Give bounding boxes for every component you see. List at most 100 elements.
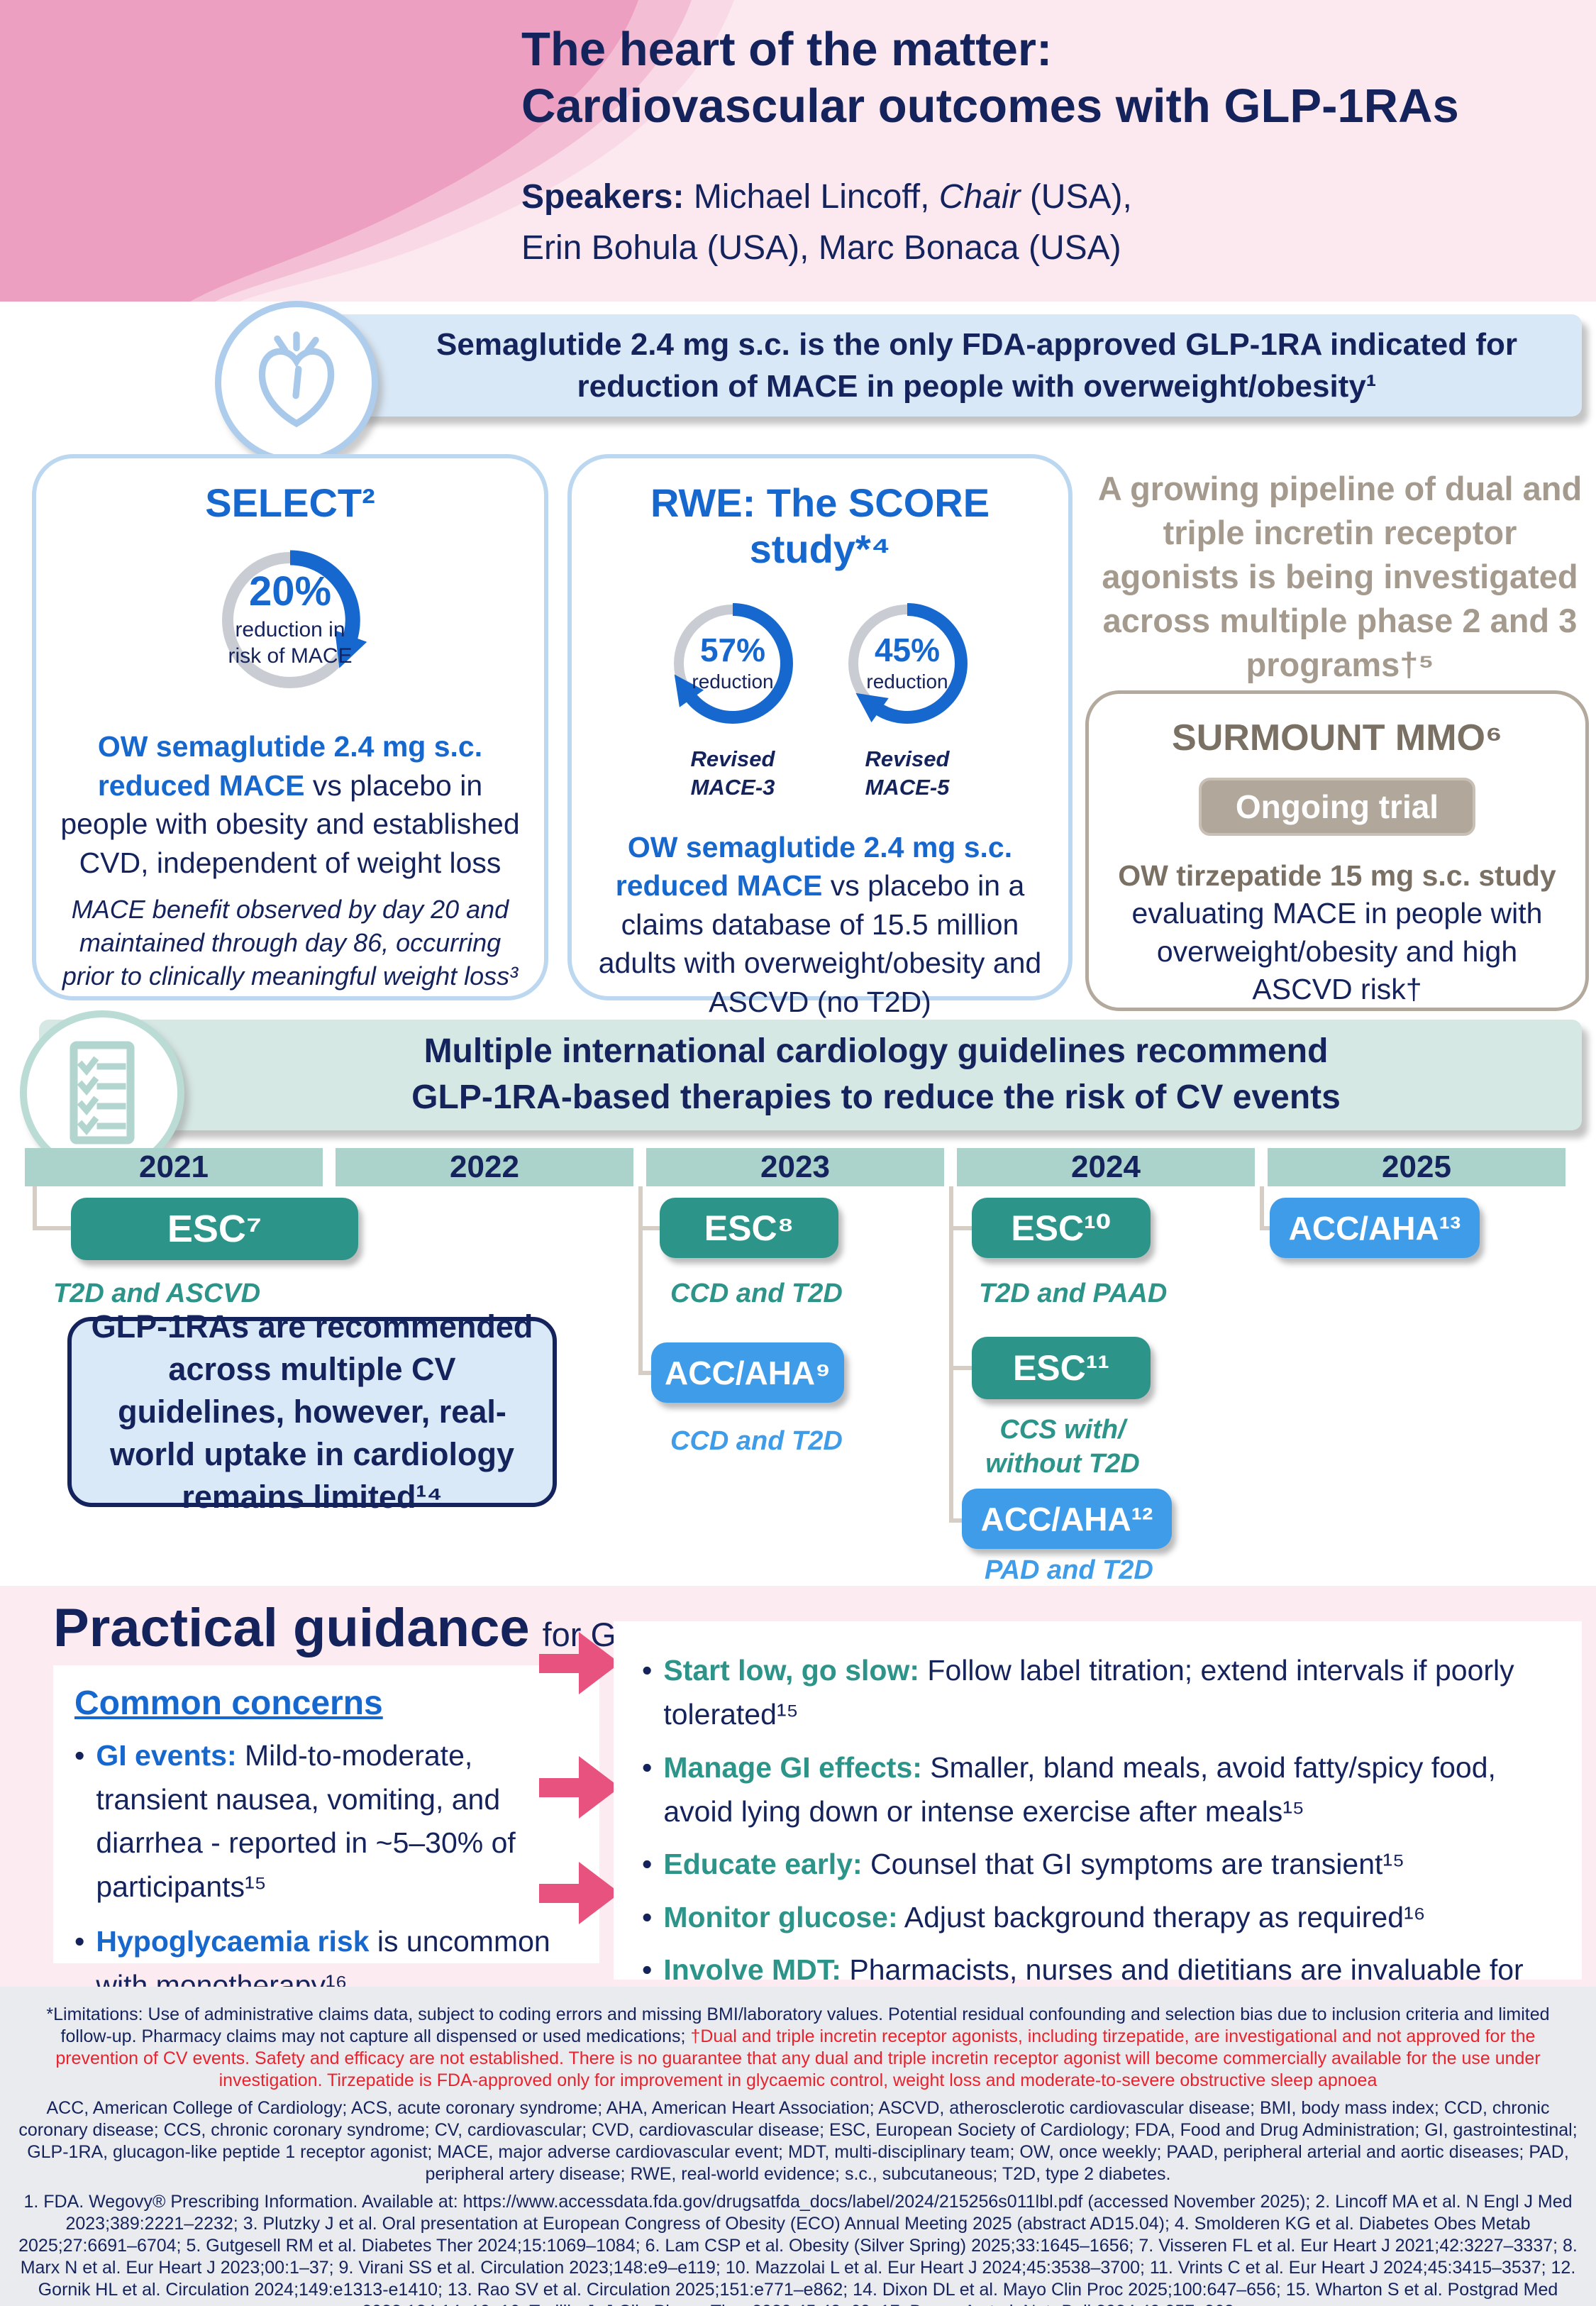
timeline-connector: [638, 1371, 653, 1375]
fda-approval-banner-line2: reduction of MACE in people with overwei…: [577, 369, 1377, 404]
surmount-mmo-card: SURMOUNT MMO⁶ Ongoing trial OW tirzepati…: [1085, 690, 1589, 1011]
practical-guidance-title: Practical guidance: [53, 1598, 530, 1658]
page-title-line1: The heart of the matter:: [521, 23, 1053, 76]
common-concerns-card: Common concerns •GI events: Mild-to-mode…: [53, 1665, 599, 2002]
score-stat-label-2: Revised MACE-5: [865, 746, 950, 800]
page-title: The heart of the matter: Cardiovascular …: [521, 21, 1459, 136]
select-stat-caption: reduction in risk of MACE: [228, 617, 353, 668]
uptake-note-box: GLP-1RAs are recommended across multiple…: [67, 1308, 557, 1515]
page-title-line2: Cardiovascular outcomes with GLP-1RAs: [521, 79, 1459, 133]
guidelines-timeline: 2021 2022 2023 2024 2025 ESC⁷ T2D and AS…: [0, 1148, 1596, 1588]
timeline-year-2021: 2021: [25, 1148, 323, 1186]
pink-waves-decoration: [0, 0, 734, 302]
timeline-connector: [33, 1226, 72, 1230]
bullet-dot-icon: •: [642, 1654, 653, 1687]
select-card-body: OW semaglutide 2.4 mg s.c. reduced MACE …: [60, 730, 520, 879]
header: The heart of the matter: Cardiovascular …: [0, 0, 1596, 302]
bullet-dot-icon: •: [642, 1953, 653, 1986]
score-stat-mace5: 45% reduction Revised MACE-5: [840, 583, 975, 802]
timeline-caption-esc8: CCD and T2D: [670, 1279, 843, 1308]
pipeline-note: A growing pipeline of dual and triple in…: [1097, 470, 1583, 684]
timeline-connector: [638, 1186, 643, 1375]
timeline-caption-esc11: CCS with/ without T2D: [985, 1415, 1140, 1479]
surmount-card-title: SURMOUNT MMO⁶: [1172, 717, 1502, 758]
timeline-caption-esc7: T2D and ASCVD: [53, 1279, 261, 1308]
checklist-icon: [70, 1041, 135, 1144]
timeline-caption-accaha9: CCD and T2D: [670, 1426, 843, 1456]
ongoing-trial-badge: Ongoing trial: [1198, 778, 1476, 836]
timeline-connector: [33, 1186, 37, 1230]
guidance-tips-card: •Start low, go slow: Follow label titrat…: [614, 1621, 1582, 2030]
common-concerns-list: •GI events: Mild-to-moderate, transient …: [74, 1734, 578, 2007]
common-concerns-heading: Common concerns: [74, 1684, 383, 1722]
timeline-connector: [1260, 1226, 1271, 1230]
speakers: Speakers: Michael Lincoff, Chair (USA), …: [521, 172, 1132, 274]
right-arrow-icon: [539, 1862, 620, 1924]
timeline-badge-accaha12: ACC/AHA¹²: [962, 1489, 1172, 1549]
concern-item-gi-events: •GI events: Mild-to-moderate, transient …: [74, 1734, 578, 1909]
reduction-arrow-icon: [848, 603, 968, 724]
timeline-badge-esc7: ESC⁷: [71, 1198, 358, 1260]
bullet-dot-icon: •: [74, 1925, 85, 1958]
timeline-year-2024: 2024: [957, 1148, 1255, 1186]
tip-item-manage-gi: •Manage GI effects: Smaller, bland meals…: [642, 1745, 1553, 1834]
guidelines-banner-line2: GLP-1RA-based therapies to reduce the ri…: [411, 1078, 1341, 1116]
heart-icon-circle: [215, 301, 378, 464]
score-stat-mace3: 57% reduction Revised MACE-3: [665, 583, 800, 802]
fda-approval-banner: Semaglutide 2.4 mg s.c. is the only FDA-…: [305, 314, 1582, 416]
fda-approval-banner-line1: Semaglutide 2.4 mg s.c. is the only FDA-…: [436, 326, 1517, 362]
timeline-connector: [1260, 1186, 1264, 1230]
surmount-card-body: OW tirzepatide 15 mg s.c. study evaluati…: [1118, 859, 1556, 1005]
select-stat-text: 20% reduction in risk of MACE: [209, 539, 372, 702]
select-stat-donut: 20% reduction in risk of MACE: [209, 539, 372, 702]
timeline-caption-accaha12: PAD and T2D: [985, 1555, 1153, 1585]
timeline-year-2022: 2022: [336, 1148, 633, 1186]
select-study-card: SELECT² 20% reduction in risk of MACE OW: [32, 454, 548, 1000]
timeline-connector: [949, 1518, 963, 1523]
score-stat-label-1: Revised MACE-3: [690, 746, 775, 800]
guidelines-banner: Multiple international cardiology guidel…: [39, 1020, 1582, 1130]
timeline-badge-accaha9: ACC/AHA⁹: [651, 1342, 844, 1403]
timeline-caption-esc10: T2D and PAAD: [979, 1279, 1168, 1308]
score-stat-caption-1: reduction: [692, 670, 774, 693]
tip-item-start-low: •Start low, go slow: Follow label titrat…: [642, 1648, 1553, 1737]
timeline-connector: [949, 1226, 973, 1230]
checklist-icon-circle: [20, 1010, 184, 1175]
speakers-line1: Speakers: Michael Lincoff, Chair (USA),: [521, 178, 1132, 216]
score-stat-value-1: 57%: [699, 631, 766, 668]
select-stat-value: 20%: [248, 568, 332, 614]
score-stats-row: 57% reduction Revised MACE-3: [572, 583, 1068, 802]
references-text: 1. FDA. Wegovy® Prescribing Information.…: [18, 2192, 1578, 2306]
score-card-title: RWE: The SCORE study*⁴: [650, 480, 990, 571]
bullet-dot-icon: •: [642, 1900, 653, 1933]
score-stat-value-2: 45%: [874, 631, 941, 668]
score-study-card: RWE: The SCORE study*⁴ 57%: [567, 454, 1073, 1018]
speakers-line2: Erin Bohula (USA), Marc Bonaca (USA): [521, 229, 1121, 267]
right-arrow-icon: [539, 1632, 620, 1694]
reduction-arrow-icon: [674, 603, 793, 724]
reduction-arrow-icon: [222, 550, 367, 688]
score-stat-caption-2: reduction: [866, 670, 948, 693]
tip-item-educate-early: •Educate early: Counsel that GI symptoms…: [642, 1842, 1553, 1886]
timeline-badge-esc10: ESC¹⁰: [972, 1198, 1151, 1258]
timeline-badge-esc11: ESC¹¹: [972, 1337, 1151, 1399]
bullet-dot-icon: •: [74, 1739, 85, 1772]
score-stat-donut-1: 57% reduction: [665, 596, 800, 731]
bullet-dot-icon: •: [642, 1750, 653, 1784]
guidance-tips-list: •Start low, go slow: Follow label titrat…: [642, 1648, 1553, 2036]
timeline-year-2025: 2025: [1268, 1148, 1565, 1186]
timeline-connector: [638, 1226, 661, 1230]
heart-icon: [258, 331, 335, 428]
timeline-badge-esc8: ESC⁸: [660, 1198, 838, 1258]
select-card-title: SELECT²: [205, 480, 375, 525]
select-card-footnote: MACE benefit observed by day 20 and main…: [62, 895, 519, 991]
timeline-connector: [949, 1186, 953, 1523]
timeline-year-2023: 2023: [646, 1148, 944, 1186]
timeline-badge-accaha13: ACC/AHA¹³: [1270, 1198, 1480, 1258]
timeline-connector: [949, 1366, 973, 1370]
score-card-body: OW semaglutide 2.4 mg s.c. reduced MACE …: [598, 830, 1042, 1018]
right-arrow-icon: [539, 1756, 620, 1819]
abbreviations-text: ACC, American College of Cardiology; ACS…: [18, 2098, 1578, 2184]
